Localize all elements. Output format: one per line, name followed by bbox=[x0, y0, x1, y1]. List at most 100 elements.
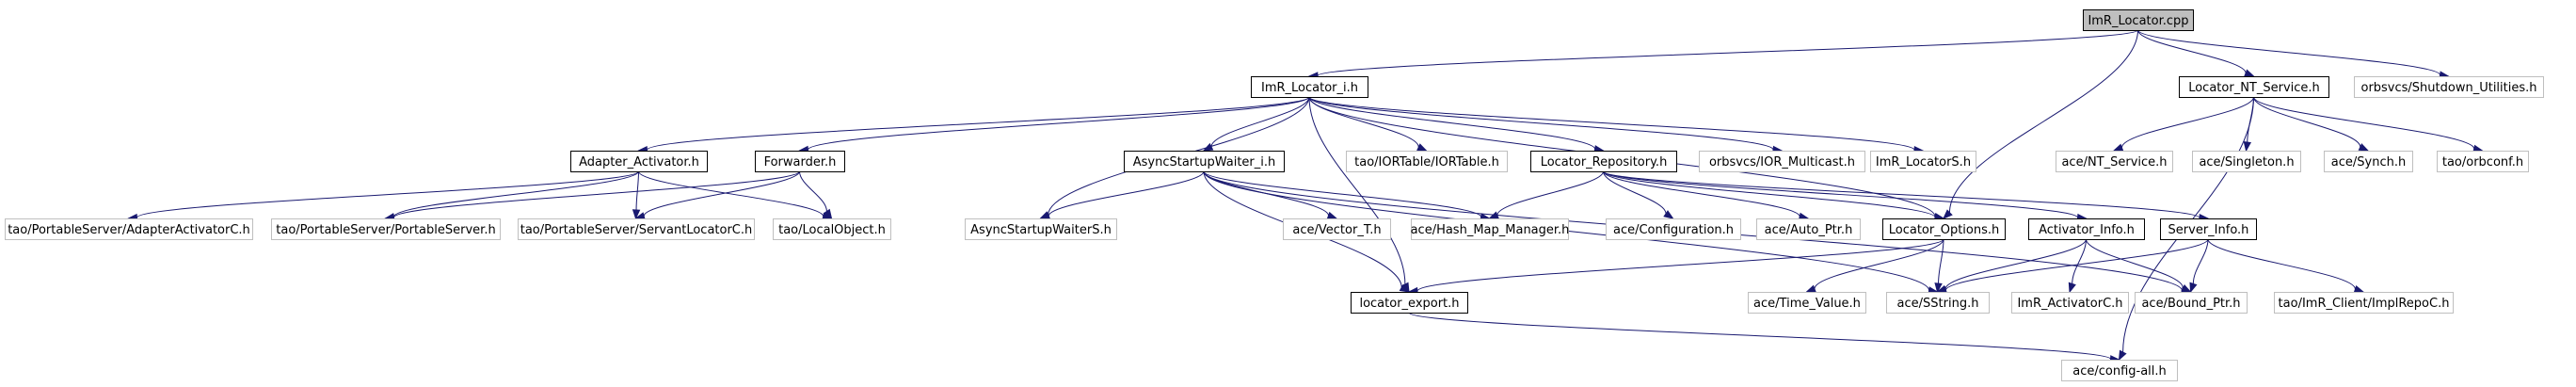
node-asyncstartupwaiters_h: AsyncStartupWaiterS.h bbox=[965, 218, 1117, 240]
edge-locator_repository_h-to-server_info_h bbox=[1603, 170, 2210, 222]
node-box bbox=[2274, 292, 2454, 314]
node-label: ace/Configuration.h bbox=[1613, 223, 1734, 237]
node-label: ace/Time_Value.h bbox=[1753, 297, 1861, 311]
node-time_value_h: ace/Time_Value.h bbox=[1748, 292, 1866, 314]
node-box bbox=[2354, 76, 2544, 98]
edge-imr_locator_cpp-to-imr_locator_i_h bbox=[1307, 29, 2138, 80]
node-label: Server_Info.h bbox=[2168, 223, 2249, 237]
node-label: Forwarder.h bbox=[764, 155, 837, 169]
edge-server_info_h-to-implrepoc_h bbox=[2207, 238, 2365, 293]
edge-line bbox=[1938, 238, 1944, 284]
node-localobject_h: tao/LocalObject.h bbox=[773, 218, 891, 240]
edge-arrowhead bbox=[1488, 211, 1499, 219]
node-box bbox=[1346, 151, 1508, 172]
node-label: tao/IORTable/IORTable.h bbox=[1354, 155, 1499, 169]
node-configuration_h: ace/Configuration.h bbox=[1606, 218, 1741, 240]
edge-locator_repository_h-to-auto_ptr_h bbox=[1603, 170, 1810, 220]
edge-line bbox=[646, 96, 1310, 151]
node-label: AsyncStartupWaiterS.h bbox=[970, 223, 1112, 237]
edge-line bbox=[1203, 170, 1482, 218]
node-box bbox=[2160, 218, 2257, 240]
edge-arrowhead bbox=[1326, 211, 1338, 219]
node-asyncstartupwaiter_i_h[interactable]: AsyncStartupWaiter_i.h bbox=[1124, 151, 1285, 172]
edge-arrowhead bbox=[1943, 209, 1953, 219]
node-label: ace/Hash_Map_Manager.h bbox=[1411, 223, 1570, 237]
node-label: ace/Vector_T.h bbox=[1292, 223, 1381, 237]
edge-line bbox=[1944, 238, 2209, 291]
edge-line bbox=[1603, 170, 2200, 218]
node-box bbox=[1756, 218, 1861, 240]
edge-arrowhead bbox=[2181, 283, 2192, 293]
edge-activator_info_h-to-sstring_h bbox=[1936, 238, 2087, 293]
edge-line bbox=[1603, 170, 2079, 218]
node-forwarder_h[interactable]: Forwarder.h bbox=[755, 151, 845, 172]
node-activator_info_h[interactable]: Activator_Info.h bbox=[2028, 218, 2145, 240]
edge-arrowhead bbox=[1934, 282, 1943, 294]
node-implrepoc_h: tao/ImR_Client/ImplRepoC.h bbox=[2274, 292, 2454, 314]
edge-imr_locator_i_h-to-imr_locators_h bbox=[1308, 96, 1925, 154]
edge-line bbox=[1416, 238, 1944, 292]
node-box bbox=[2011, 292, 2129, 314]
node-bound_ptr_h: ace/Bound_Ptr.h bbox=[2135, 292, 2248, 314]
node-imr_locator_cpp[interactable]: ImR_Locator.cpp bbox=[2083, 9, 2194, 31]
edge-adapter_activator_h-to-localobject_h bbox=[638, 170, 833, 220]
node-locator_options_h[interactable]: Locator_Options.h bbox=[1882, 218, 2006, 240]
node-ace_synch_h: ace/Synch.h bbox=[2324, 151, 2413, 172]
node-box bbox=[2192, 151, 2301, 172]
node-locator_export_h[interactable]: locator_export.h bbox=[1351, 292, 1468, 314]
node-box bbox=[1882, 218, 2006, 240]
edge-line bbox=[1603, 170, 1936, 218]
edge-locator_repository_h-to-activator_info_h bbox=[1603, 170, 2088, 222]
node-label: Activator_Info.h bbox=[2039, 223, 2135, 237]
node-label: ace/Auto_Ptr.h bbox=[1765, 223, 1853, 237]
node-label: orbsvcs/IOR_Multicast.h bbox=[1709, 155, 1855, 169]
edge-asyncstartupwaiter_i_h-to-hash_map_manager_h bbox=[1203, 170, 1491, 221]
node-adapteractivatorc_h: tao/PortableServer/AdapterActivatorC.h bbox=[5, 218, 253, 240]
node-box bbox=[1748, 292, 1866, 314]
node-box bbox=[1351, 292, 1468, 314]
node-box bbox=[1606, 218, 1741, 240]
edge-locator_options_h-to-sstring_h bbox=[1934, 238, 1944, 294]
edge-line bbox=[807, 96, 1310, 151]
edge-line bbox=[1308, 96, 1406, 284]
node-label: tao/PortableServer/AdapterActivatorC.h bbox=[8, 223, 250, 237]
node-box bbox=[2061, 360, 2178, 381]
edge-line bbox=[1603, 170, 1667, 215]
edge-forwarder_h-to-localobject_h bbox=[799, 170, 833, 220]
edge-adapter_activator_h-to-adapteractivatorc_h bbox=[127, 170, 639, 222]
edge-line bbox=[1317, 29, 2138, 76]
edge-line bbox=[1944, 238, 2087, 290]
edge-imr_locator_cpp-to-locator_options_h bbox=[1943, 29, 2138, 219]
edge-line bbox=[1814, 238, 1944, 289]
node-vector_t_h: ace/Vector_T.h bbox=[1283, 218, 1391, 240]
node-locator_repository_h[interactable]: Locator_Repository.h bbox=[1530, 151, 1677, 172]
node-label: Locator_NT_Service.h bbox=[2188, 81, 2320, 95]
node-auto_ptr_h: ace/Auto_Ptr.h bbox=[1756, 218, 1861, 240]
node-box bbox=[965, 218, 1117, 240]
node-server_info_h[interactable]: Server_Info.h bbox=[2160, 218, 2257, 240]
node-box bbox=[755, 151, 845, 172]
edge-line bbox=[1408, 312, 2112, 360]
edge-imr_locator_cpp-to-shutdown_utilities_h bbox=[2137, 29, 2450, 79]
edge-line bbox=[1048, 170, 1205, 217]
node-box bbox=[1124, 151, 1285, 172]
edge-adapter_activator_h-to-servantlocatorc_h bbox=[632, 170, 641, 220]
edge-line bbox=[1210, 96, 1310, 148]
edge-arrowhead bbox=[2068, 282, 2076, 294]
edge-line bbox=[1308, 96, 1915, 151]
node-imr_locator_i_h[interactable]: ImR_Locator_i.h bbox=[1251, 76, 1368, 98]
node-label: AsyncStartupWaiter_i.h bbox=[1133, 155, 1276, 169]
node-label: ImR_LocatorS.h bbox=[1876, 155, 1971, 169]
node-ior_multicast_h: orbsvcs/IOR_Multicast.h bbox=[1699, 151, 1865, 172]
edge-imr_locator_i_h-to-asyncstartupwaiter_i_h bbox=[1202, 96, 1310, 152]
node-adapter_activator_h[interactable]: Adapter_Activator.h bbox=[570, 151, 708, 172]
edge-arrowhead bbox=[1416, 143, 1428, 152]
node-locator_nt_service_h[interactable]: Locator_NT_Service.h bbox=[2179, 76, 2329, 98]
edge-locator_repository_h-to-locator_options_h bbox=[1603, 170, 1945, 221]
edge-line bbox=[2137, 29, 2247, 73]
edge-line bbox=[2207, 238, 2356, 290]
edge-arrowhead bbox=[2118, 349, 2127, 362]
node-label: Locator_Repository.h bbox=[1541, 155, 1668, 169]
